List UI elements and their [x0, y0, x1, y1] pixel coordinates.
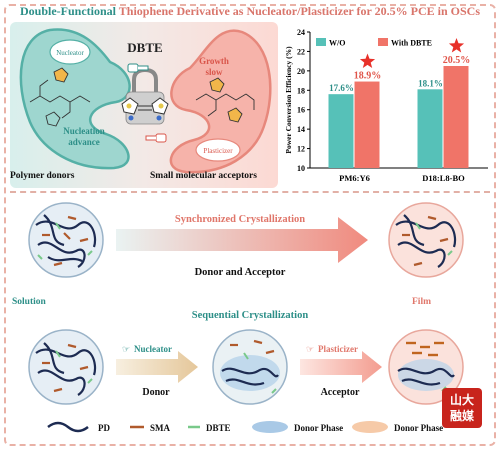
final-film-circle	[388, 329, 464, 405]
bar-data-label: 18.9%	[354, 71, 382, 82]
y-tick-label: 16	[297, 106, 305, 115]
y-tick-label: 24	[297, 28, 305, 37]
synchronized-film-circle	[388, 202, 464, 278]
legend-swatch	[378, 38, 388, 46]
donor-and-acceptor-label: Donor and Acceptor	[195, 267, 286, 278]
sequential-crystallization-label: Sequential Crystallization	[192, 310, 309, 321]
crystallization-schematic: Nucleator Plasticizer DBT	[10, 22, 278, 188]
nucleator-bubble	[49, 39, 91, 65]
y-tick-label: 14	[297, 125, 305, 134]
legend-donor-phase-swatch	[252, 421, 288, 433]
legend-label: With DBTE	[391, 39, 432, 48]
bar-data-label: 17.6%	[329, 83, 354, 93]
plasticizer-step-label: Plasticizer	[318, 344, 358, 354]
hand-pointing-right-icon: ☞	[122, 344, 130, 354]
small-acceptors-caption: Small molecular acceptors	[150, 171, 257, 181]
nucleator-arrow	[116, 351, 198, 383]
hand-pointing-left-icon	[145, 133, 167, 143]
growth-label-1: Growth	[199, 56, 229, 66]
legend-pd: PD	[98, 423, 110, 433]
synchronized-arrow	[116, 217, 368, 263]
legend-acceptor-phase-swatch	[352, 421, 388, 433]
legend-donor-phase-2: Donor Phase	[394, 423, 443, 433]
bar-data-label: 20.5%	[443, 55, 471, 66]
acceptor-step-label: Acceptor	[321, 387, 360, 398]
x-tick-label: PM6:Y6	[339, 173, 370, 183]
small-acceptor-structure	[195, 77, 255, 123]
bar-wo	[328, 94, 354, 168]
sequential-solution-circle	[28, 329, 104, 405]
outer-dashed-frame	[4, 4, 496, 446]
pce-bar-chart: Power Conversion Efficiency (%) 10 12 14 16…	[284, 28, 488, 183]
star-icon	[448, 38, 465, 53]
nucleation-label-2: advance	[68, 137, 100, 147]
nucleation-label-1: Nucleation	[63, 126, 105, 136]
legend-dbte: DBTE	[206, 423, 231, 433]
university-logo-icon: 山大融媒	[442, 388, 482, 428]
x-tick-label: D18:L8-BO	[422, 173, 465, 183]
y-axis-label: Power Conversion Efficiency (%)	[284, 46, 293, 154]
y-tick-label: 20	[297, 67, 305, 76]
figure-title: Double-Functional Thiophene Derivative a…	[20, 4, 480, 18]
hand-pointing-right-icon: ☞	[306, 344, 314, 354]
donor-phase-circle	[212, 329, 288, 405]
y-tick-label: 10	[297, 164, 305, 173]
dbte-label: DBTE	[127, 40, 162, 55]
section-divider	[10, 191, 490, 193]
legend-label: W/O	[329, 39, 345, 48]
legend-sma: SMA	[150, 423, 171, 433]
legend-pd-swatch	[47, 421, 89, 433]
film-label: Film	[412, 297, 431, 307]
small-acceptor-swirl	[169, 29, 272, 174]
bar-wo	[417, 89, 443, 168]
legend-swatch	[316, 38, 326, 46]
y-tick-label: 12	[297, 145, 305, 154]
legend-donor-phase-1: Donor Phase	[294, 423, 343, 433]
solution-label: Solution	[12, 297, 47, 307]
plasticizer-bubble	[195, 138, 241, 162]
legend: PD SMA DBTE Donor Phase Donor Phase	[47, 421, 443, 433]
nucleator-bubble-label: Nucleator	[56, 49, 84, 57]
solution-state-circle	[28, 202, 104, 278]
y-tick-label: 18	[297, 86, 305, 95]
synchronized-crystallization-label: Synchronized Crystallization	[175, 214, 305, 225]
plasticizer-arrow	[300, 351, 382, 383]
bar-with-dbte	[354, 81, 380, 168]
process-schematic: Synchronized Crystallization Donor and A…	[12, 202, 464, 433]
star-icon	[359, 53, 376, 68]
bar-data-label: 18.1%	[418, 78, 443, 88]
y-tick-label: 22	[297, 47, 305, 56]
plasticizer-bubble-label: Plasticizer	[203, 147, 233, 155]
growth-label-2: slow	[205, 67, 223, 77]
hand-pointing-right-icon	[127, 63, 149, 73]
donor-step-label: Donor	[142, 387, 170, 398]
polymer-donors-caption: Polymer donors	[10, 171, 75, 181]
nucleator-step-label: Nucleator	[134, 344, 172, 354]
bar-with-dbte	[443, 66, 469, 168]
polymer-donor-structure	[29, 67, 91, 127]
